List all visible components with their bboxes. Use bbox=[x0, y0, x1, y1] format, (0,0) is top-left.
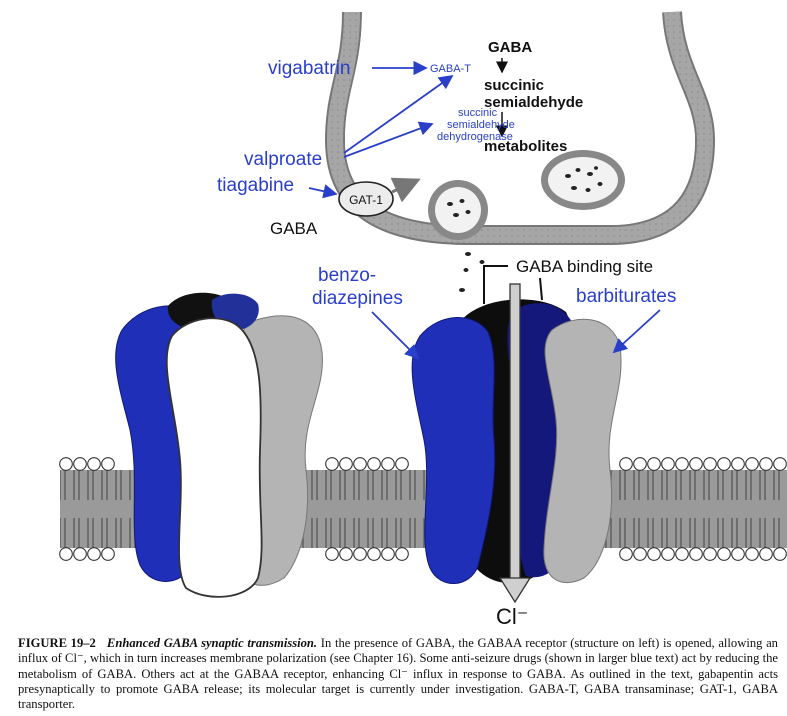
phospholipid-head bbox=[368, 548, 381, 561]
phospholipid-head bbox=[746, 548, 759, 561]
released-gaba-molecules bbox=[459, 252, 485, 292]
phospholipid-head bbox=[326, 458, 339, 471]
phospholipid-head bbox=[634, 548, 647, 561]
phospholipid-head bbox=[354, 548, 367, 561]
phospholipid-head bbox=[340, 548, 353, 561]
tiagabine-arrow bbox=[309, 188, 336, 194]
phospholipid-head bbox=[732, 548, 745, 561]
binding-site-bracket-right bbox=[540, 278, 542, 300]
phospholipid-head bbox=[704, 458, 717, 471]
gaba-t-label: GABA-T bbox=[430, 63, 471, 75]
ssadh-line3: dehydrogenase bbox=[437, 131, 513, 143]
phospholipid-head bbox=[74, 548, 87, 561]
phospholipid-head bbox=[382, 548, 395, 561]
phospholipid-head bbox=[326, 548, 339, 561]
phospholipid-head bbox=[620, 548, 633, 561]
fusing-vesicle bbox=[428, 180, 488, 240]
valproate-label: valproate bbox=[244, 149, 322, 170]
phospholipid-head bbox=[662, 458, 675, 471]
phospholipid-head bbox=[340, 458, 353, 471]
ssadh-line1: succinic bbox=[458, 107, 498, 119]
storage-vesicle bbox=[541, 150, 625, 210]
succinic-semialdehyde-line1: succinic bbox=[484, 77, 544, 94]
gaba-binding-site-label: GABA binding site bbox=[516, 257, 653, 276]
caption-title: Enhanced GABA synaptic transmission. bbox=[107, 636, 317, 650]
phospholipid-head bbox=[60, 458, 73, 471]
gaba-synapse-diagram: GABA succinic semialdehyde metabolites G… bbox=[0, 0, 787, 632]
benzodiazepines-line2: diazepines bbox=[312, 288, 403, 309]
phospholipid-head bbox=[746, 458, 759, 471]
phospholipid-head bbox=[690, 458, 703, 471]
phospholipid-head bbox=[774, 458, 787, 471]
phospholipid-head bbox=[718, 548, 731, 561]
phospholipid-head bbox=[88, 458, 101, 471]
phospholipid-head bbox=[396, 458, 409, 471]
phospholipid-head bbox=[760, 548, 773, 561]
phospholipid-head bbox=[760, 458, 773, 471]
vigabatrin-label: vigabatrin bbox=[268, 58, 350, 79]
succinic-semialdehyde-line2: semialdehyde bbox=[484, 94, 583, 111]
gabaa-receptor-drug-sites bbox=[412, 284, 621, 602]
gabaa-receptor-open bbox=[116, 293, 323, 597]
gat1-label: GAT-1 bbox=[349, 193, 383, 207]
phospholipid-head bbox=[704, 548, 717, 561]
caption-figure-label: FIGURE 19–2 bbox=[18, 636, 96, 650]
ssadh-line2: semialdehyde bbox=[447, 119, 515, 131]
phospholipid-head bbox=[88, 548, 101, 561]
phospholipid-head bbox=[74, 458, 87, 471]
phospholipid-head bbox=[690, 548, 703, 561]
phospholipid-head bbox=[774, 548, 787, 561]
phospholipid-head bbox=[102, 458, 115, 471]
phospholipid-head bbox=[354, 458, 367, 471]
phospholipid-head bbox=[648, 458, 661, 471]
phospholipid-head bbox=[60, 548, 73, 561]
phospholipid-head bbox=[396, 548, 409, 561]
benzodiazepines-line1: benzo- bbox=[318, 265, 376, 286]
phospholipid-head bbox=[102, 548, 115, 561]
phospholipid-head bbox=[718, 458, 731, 471]
benzodiazepines-arrow bbox=[372, 312, 418, 358]
phospholipid-head bbox=[662, 548, 675, 561]
phospholipid-head bbox=[620, 458, 633, 471]
chloride-ion-label: Cl⁻ bbox=[496, 604, 528, 629]
phospholipid-head bbox=[676, 548, 689, 561]
phospholipid-head bbox=[676, 458, 689, 471]
barbiturates-label: barbiturates bbox=[576, 286, 676, 307]
phospholipid-head bbox=[634, 458, 647, 471]
phospholipid-head bbox=[732, 458, 745, 471]
barbiturates-arrow bbox=[614, 310, 660, 352]
binding-site-bracket-left bbox=[484, 266, 508, 304]
figure-caption: FIGURE 19–2 Enhanced GABA synaptic trans… bbox=[18, 636, 778, 712]
phospholipid-head bbox=[382, 458, 395, 471]
tiagabine-label: tiagabine bbox=[217, 175, 294, 196]
phospholipid-head bbox=[368, 458, 381, 471]
gaba-label-left: GABA bbox=[270, 219, 318, 238]
phospholipid-head bbox=[648, 548, 661, 561]
gaba-label-top: GABA bbox=[488, 39, 532, 56]
